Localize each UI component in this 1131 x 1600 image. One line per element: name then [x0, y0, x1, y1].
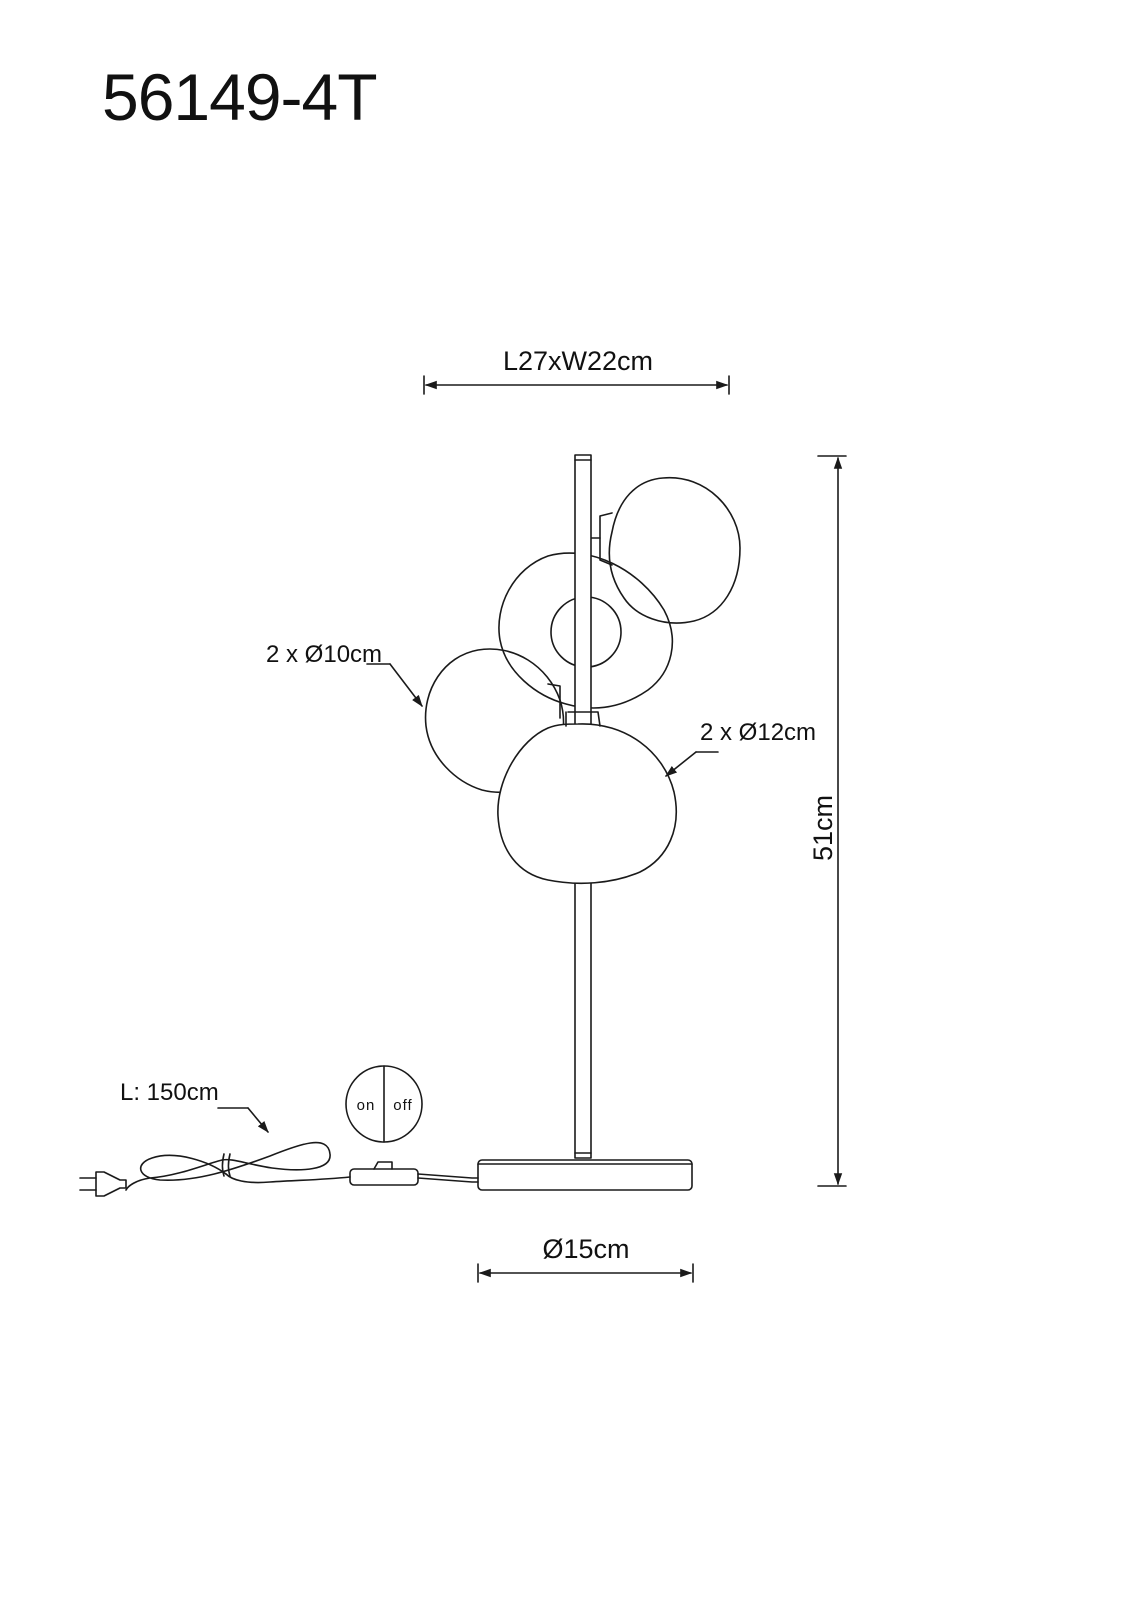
height-dimension	[817, 455, 847, 1187]
top-width-dimension	[423, 375, 730, 395]
power-cord	[79, 1141, 479, 1197]
shade-upper-middle	[498, 552, 673, 709]
leader-small-shades	[366, 663, 423, 707]
lamp-body	[424, 454, 741, 1191]
top-width-label: L27xW22cm	[503, 346, 653, 376]
shade-top-right	[608, 477, 741, 624]
shade-bottom-large	[497, 723, 678, 885]
cable-coil	[125, 1141, 331, 1191]
lamp-base	[477, 1159, 693, 1191]
small-shades-label: 2 x Ø10cm	[266, 641, 382, 668]
cable-length-label: L: 150cm	[120, 1079, 219, 1106]
base-diameter-label: Ø15cm	[542, 1234, 629, 1264]
inline-switch	[349, 1168, 419, 1186]
power-plug	[95, 1171, 127, 1197]
leader-cable-length	[217, 1107, 269, 1133]
switch-on-label: on	[357, 1097, 376, 1114]
on-off-switch-icon	[345, 1065, 423, 1143]
switch-off-label: off	[393, 1097, 412, 1114]
model-number-title: 56149-4T	[102, 60, 378, 134]
socket-left	[547, 683, 561, 719]
base-diameter-dimension	[477, 1263, 694, 1283]
height-label: 51cm	[808, 795, 838, 861]
large-shades-label: 2 x Ø12cm	[700, 719, 816, 746]
leader-large-shades	[665, 751, 719, 777]
